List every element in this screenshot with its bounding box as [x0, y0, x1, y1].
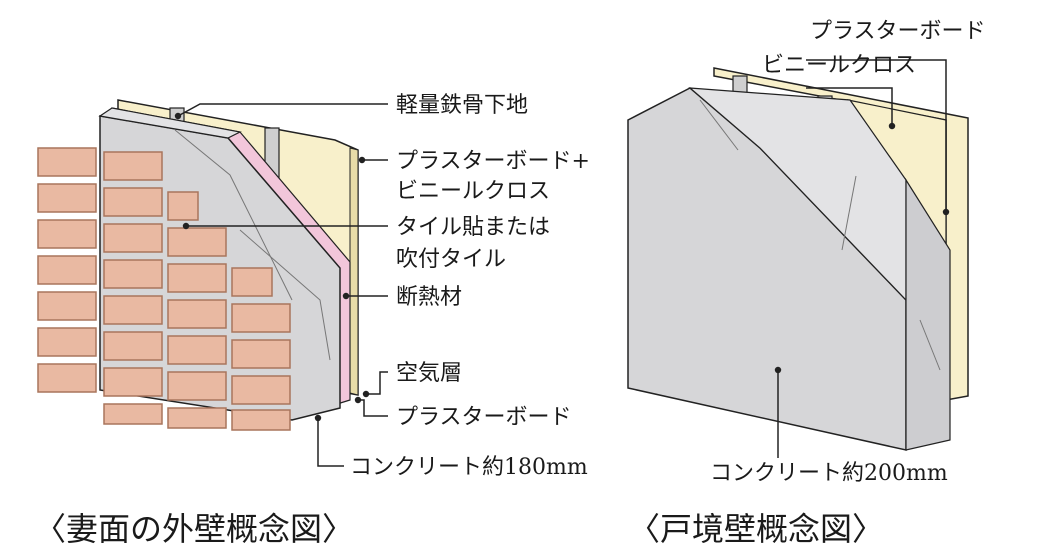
outer-wall-figure: 軽量鉄骨下地 プラスターボード+ ビニールクロス タイル貼または 吹付タイル 断…	[34, 93, 590, 548]
label-party-concrete: コンクリート約200mm	[710, 461, 948, 486]
label-party-plaster-board: プラスターボード	[810, 19, 986, 44]
label-outer-plaster-board: プラスターボード	[396, 405, 572, 430]
label-party-vinyl-cloth: ビニールクロス	[762, 53, 916, 78]
outer-concrete-crease	[174, 129, 293, 301]
party-leader-lines	[777, 59, 947, 458]
outer-concrete-crease-2	[239, 229, 331, 361]
outer-plaster-board-edge	[349, 147, 359, 396]
label-tile-line2: 吹付タイル	[396, 247, 506, 272]
outer-brick-tiles	[37, 147, 291, 431]
party-concrete-crease-3	[919, 319, 941, 371]
label-outer-concrete: コンクリート約180mm	[350, 455, 588, 480]
outer-leader-dots	[174, 112, 370, 422]
label-tile-line1: タイル貼または	[396, 215, 550, 240]
party-concrete-side	[905, 177, 951, 451]
label-steel-frame: 軽量鉄骨下地	[396, 93, 528, 118]
label-board-cloth-line1: プラスターボード+	[396, 149, 590, 174]
party-wall-figure: プラスターボード ビニールクロス コンクリート約200mm 〈戸境壁概念図〉	[627, 19, 986, 548]
outer-wall-caption: 〈妻面の外壁概念図〉	[34, 510, 354, 548]
party-concrete-crease-1	[699, 99, 739, 151]
label-air-layer: 空気層	[396, 361, 462, 386]
label-board-cloth-line2: ビニールクロス	[396, 179, 550, 204]
party-leader-dots	[774, 122, 950, 374]
party-concrete-crease-2	[841, 175, 857, 251]
party-wall-caption: 〈戸境壁概念図〉	[628, 510, 884, 548]
outer-leader-lines	[177, 103, 388, 467]
outer-concrete-top	[98, 107, 242, 139]
label-insulation: 断熱材	[396, 285, 462, 310]
